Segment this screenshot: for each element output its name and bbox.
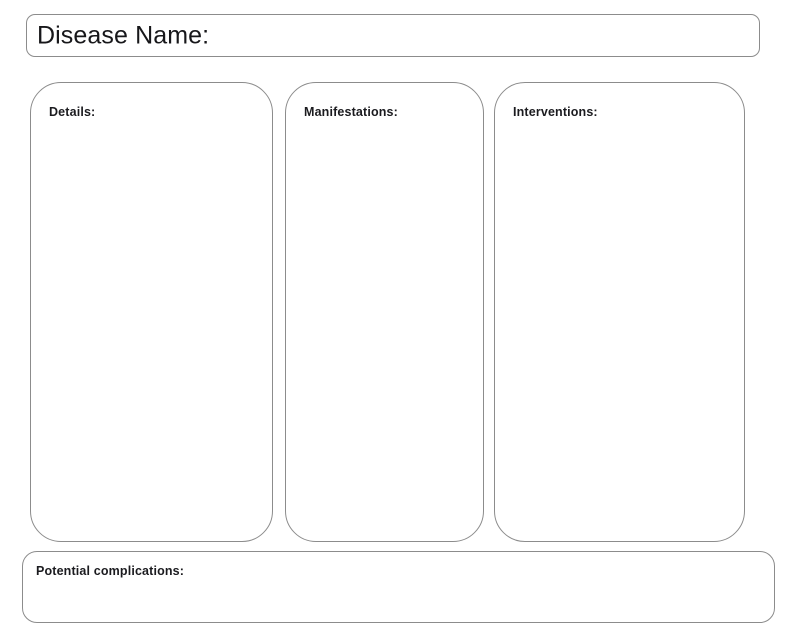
disease-name-label: Disease Name: <box>37 21 210 49</box>
potential-complications-card[interactable]: Potential complications: <box>22 551 775 623</box>
interventions-input-area[interactable] <box>509 131 730 525</box>
potential-complications-input-area[interactable] <box>36 586 761 612</box>
manifestations-header: Manifestations: <box>304 105 398 119</box>
details-header: Details: <box>49 105 96 119</box>
disease-name-field[interactable]: Disease Name: <box>26 14 760 57</box>
potential-complications-header: Potential complications: <box>36 564 185 578</box>
manifestations-input-area[interactable] <box>300 131 469 525</box>
interventions-card[interactable]: Interventions: <box>494 82 745 542</box>
details-card[interactable]: Details: <box>30 82 273 542</box>
manifestations-card[interactable]: Manifestations: <box>285 82 484 542</box>
details-input-area[interactable] <box>45 131 258 525</box>
interventions-header: Interventions: <box>513 105 598 119</box>
